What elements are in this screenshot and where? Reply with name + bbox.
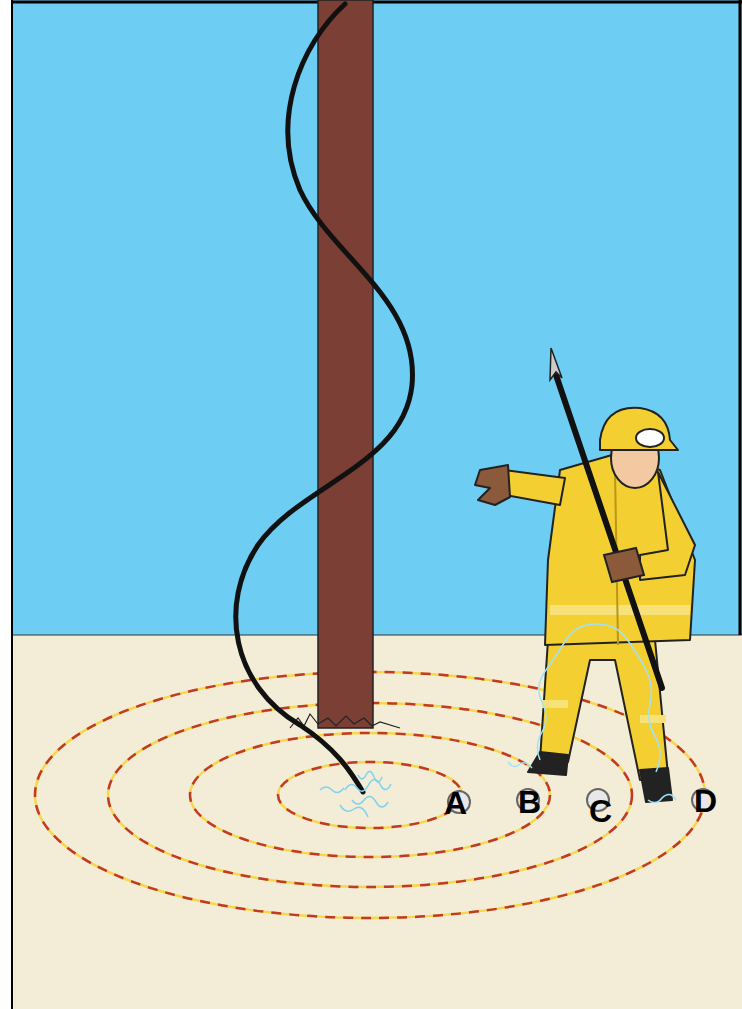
utility-pole <box>318 0 373 728</box>
step-potential-current <box>508 624 676 803</box>
point-label: C <box>589 795 612 827</box>
frame-top <box>12 1 742 4</box>
point-label: D <box>694 785 717 817</box>
point-label: B <box>518 786 541 818</box>
pole-base-cracks <box>290 714 400 728</box>
point-label: A <box>444 787 467 819</box>
glove <box>604 548 644 582</box>
left-margin <box>0 0 12 1009</box>
frame-right <box>739 0 742 635</box>
frame-left <box>11 0 13 1009</box>
sparks <box>320 771 391 817</box>
label-markers <box>448 789 714 813</box>
downed-cable <box>236 4 413 792</box>
pike-pole <box>550 348 662 688</box>
